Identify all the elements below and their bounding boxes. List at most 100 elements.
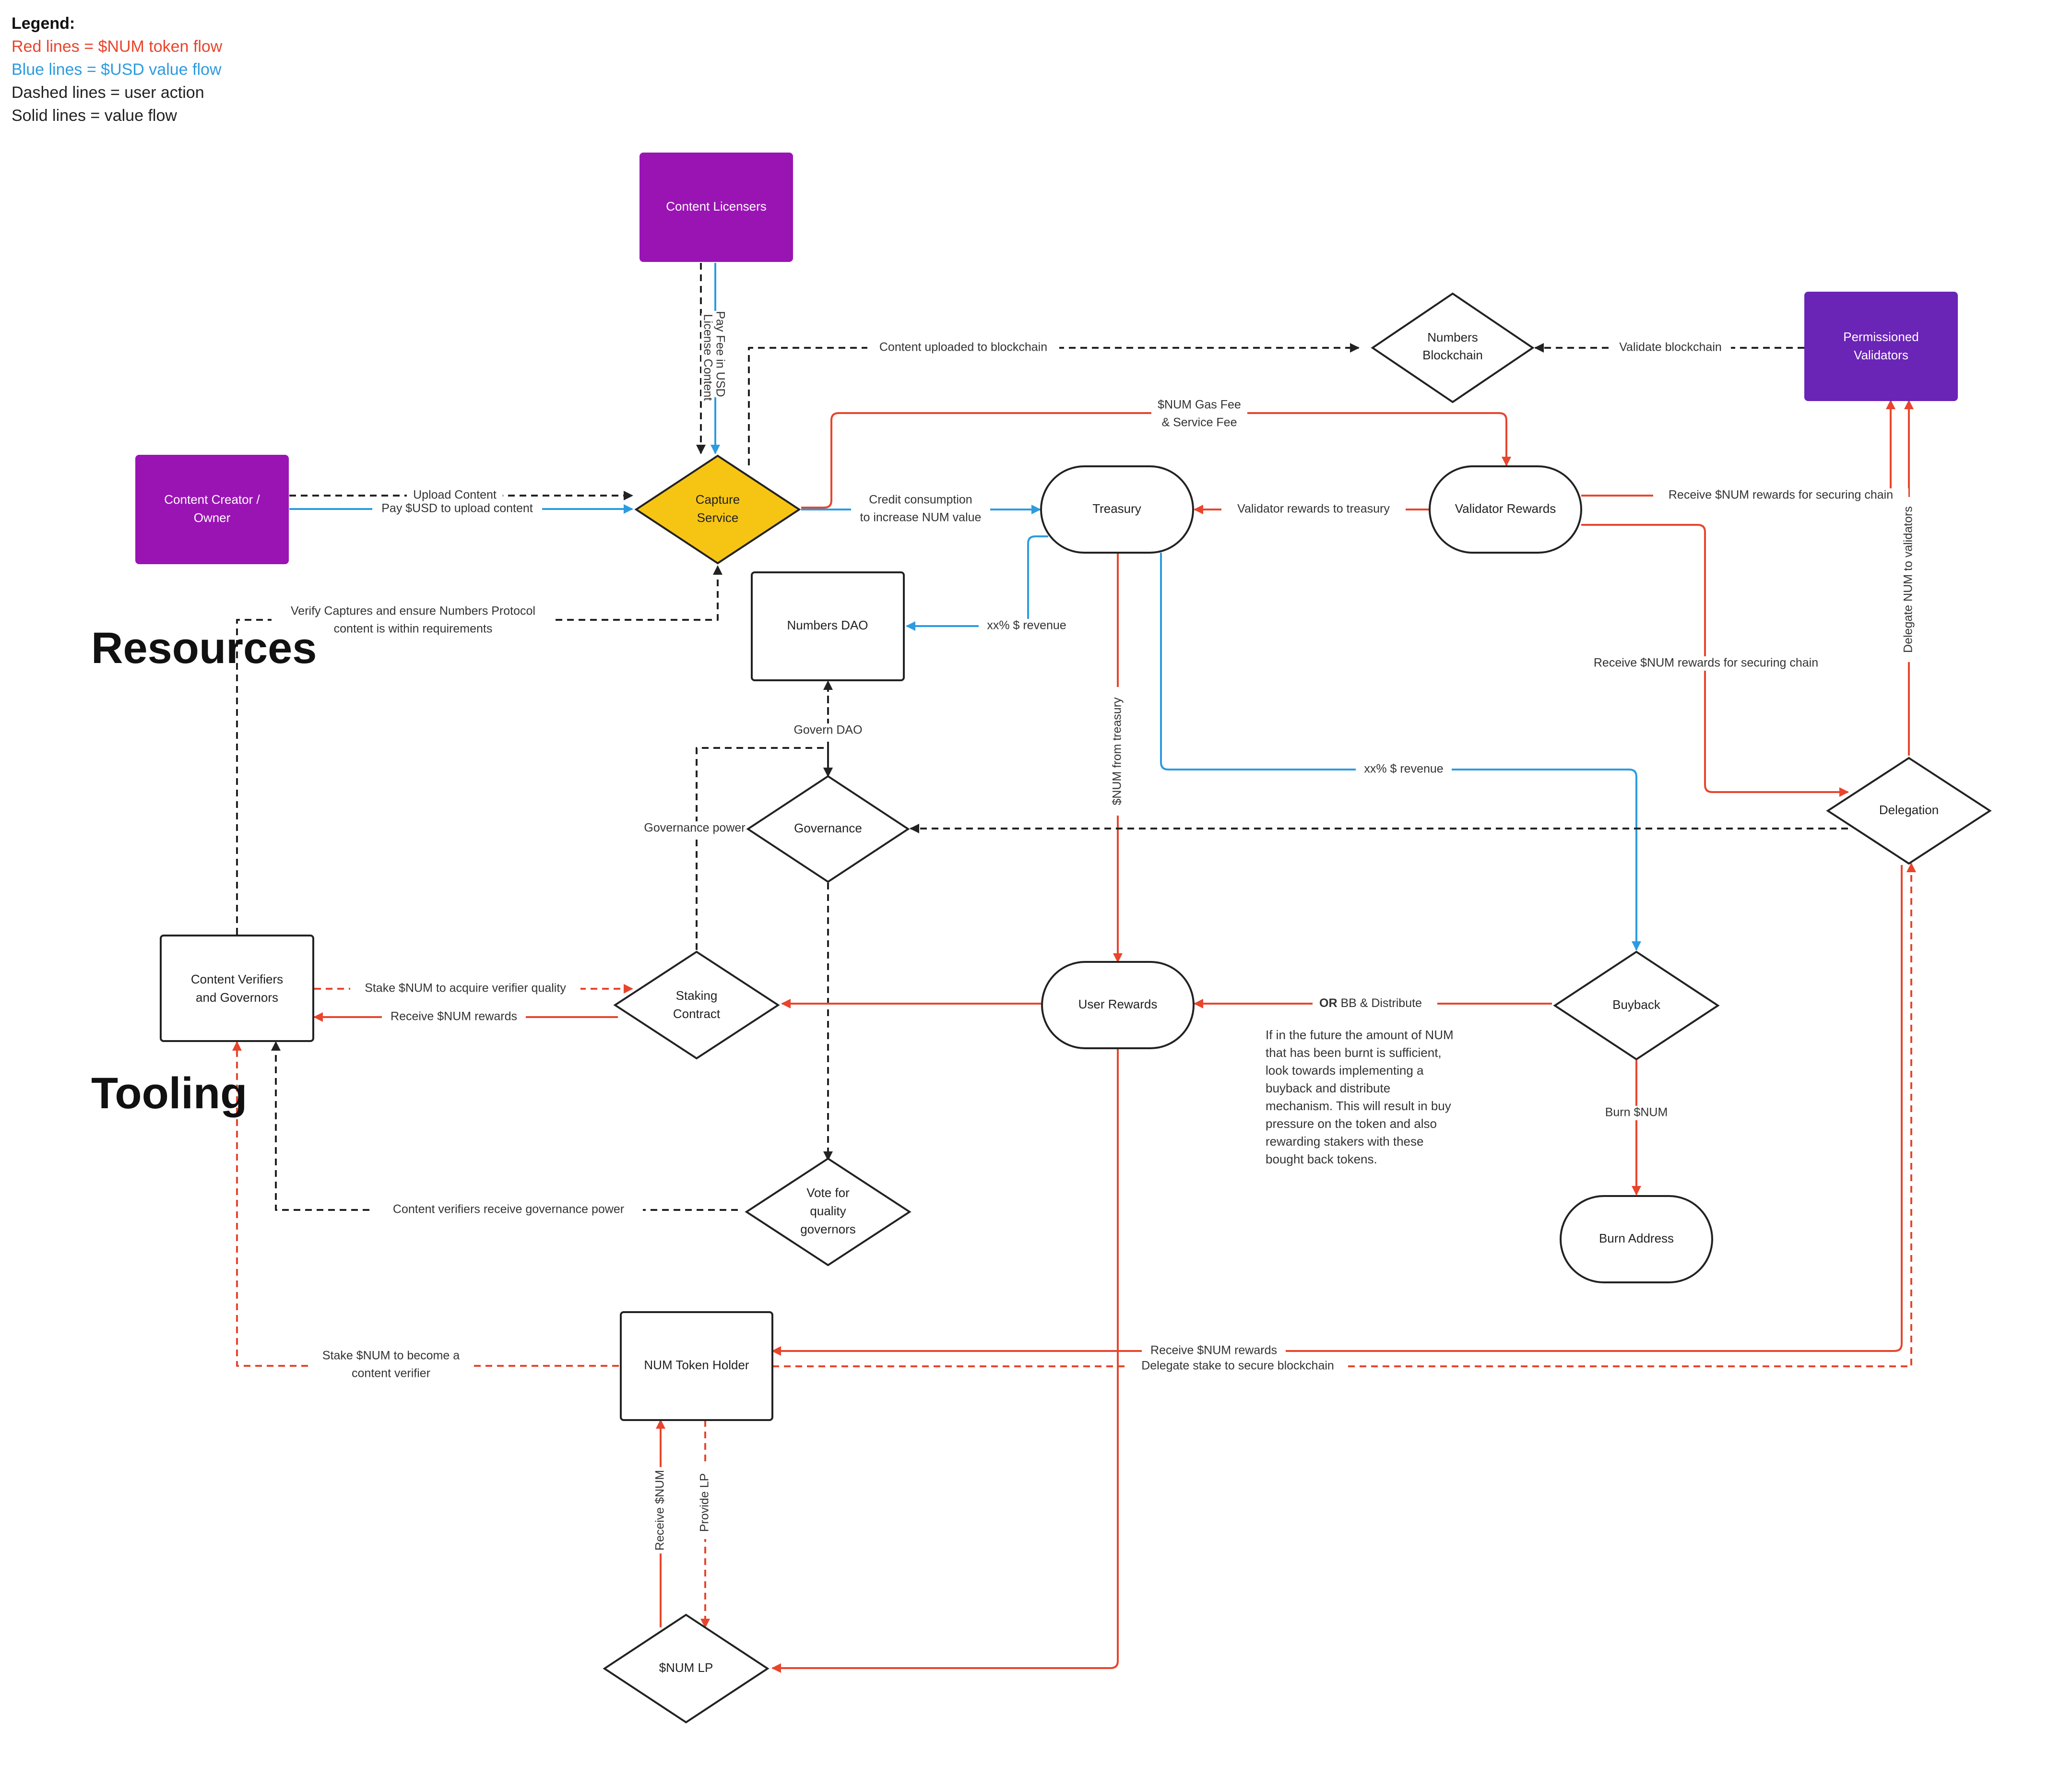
edge-stake-become-verifier [232,1041,619,1367]
svg-text:Validator rewards to treasury: Validator rewards to treasury [1237,502,1390,516]
svg-text:Owner: Owner [194,510,231,525]
node-num-lp[interactable]: $NUM LP [603,1613,770,1724]
svg-text:Credit consumption: Credit consumption [869,493,972,507]
svg-text:Verify Captures and ensure Num: Verify Captures and ensure Numbers Proto… [291,604,535,618]
svg-text:Receive $NUM: Receive $NUM [653,1470,667,1551]
svg-text:Validator Rewards: Validator Rewards [1455,501,1556,516]
svg-text:rewarding stakers with these: rewarding stakers with these [1266,1134,1423,1149]
svg-text:governors: governors [800,1222,856,1236]
label-stake-become-verifier: Stake $NUM to become a content verifier [312,1348,470,1382]
node-content-creator[interactable]: Content Creator / Owner [135,455,289,564]
edge-gas-fee [801,412,1511,509]
node-permissioned-validators[interactable]: Permissioned Validators [1804,292,1958,401]
node-governance[interactable]: Governance [746,775,910,883]
svg-text:If in the future the amount of: If in the future the amount of NUM [1266,1028,1454,1042]
legend: Legend: Red lines = $NUM token flow Blue… [12,14,223,125]
node-staking-contract[interactable]: Staking Contract [613,950,780,1060]
label-revenue-buyback: xx% $ revenue [1356,762,1452,777]
node-validator-rewards[interactable]: Validator Rewards [1429,465,1582,554]
svg-text:pressure on the token and also: pressure on the token and also [1266,1116,1437,1131]
label-license-content: License Content [701,313,714,402]
label-verify-captures: Verify Captures and ensure Numbers Proto… [272,604,555,637]
label-delegate-stake: Delegate stake to secure blockchain [1127,1359,1348,1373]
edge-governance-power [696,747,833,950]
svg-text:Receive $NUM rewards for secur: Receive $NUM rewards for securing chain [1594,656,1818,670]
svg-text:User Rewards: User Rewards [1078,997,1158,1011]
svg-text:Receive $NUM rewards for secur: Receive $NUM rewards for securing chain [1669,488,1893,502]
node-treasury[interactable]: Treasury [1040,465,1194,554]
label-receive-rewards-chain-1: Receive $NUM rewards for securing chain [1653,488,1908,503]
label-validator-rewards-treasury: Validator rewards to treasury [1221,502,1406,517]
node-delegation[interactable]: Delegation [1826,757,1992,865]
svg-text:Content Verifiers: Content Verifiers [191,972,283,986]
legend-red: Red lines = $NUM token flow [12,37,223,56]
legend-blue: Blue lines = $USD value flow [12,60,222,79]
node-buyback[interactable]: Buyback [1553,950,1720,1061]
svg-text:Contract: Contract [673,1007,721,1021]
svg-text:buyback and distribute: buyback and distribute [1266,1081,1390,1095]
node-numbers-dao[interactable]: Numbers DAO [751,571,905,681]
svg-text:xx% $ revenue: xx% $ revenue [1364,762,1443,776]
label-burn-num: Burn $NUM [1596,1106,1677,1120]
section-tooling: Tooling [91,1069,247,1118]
svg-text:Content Licensers: Content Licensers [666,199,767,213]
label-bb-distribute: OR BB & Distribute [1313,996,1437,1011]
label-credit-consumption: Credit consumption to increase NUM value [851,492,990,526]
node-vote-quality-governors[interactable]: Vote for quality governors [745,1157,912,1267]
svg-text:and Governors: and Governors [196,990,278,1005]
label-receive-num-rewards-holder: Receive $NUM rewards [1142,1344,1286,1358]
edge-labels: License Content Pay Fee in USD Content u… [272,311,1915,1553]
svg-text:xx% $ revenue: xx% $ revenue [987,619,1066,632]
node-num-token-holder[interactable]: NUM Token Holder [620,1311,773,1421]
svg-text:Treasury: Treasury [1092,501,1141,516]
svg-text:Buyback: Buyback [1612,997,1661,1012]
label-pay-usd-upload: Pay $USD to upload content [372,502,542,516]
svg-text:Delegate NUM to validators: Delegate NUM to validators [1902,506,1915,653]
label-receive-num: Receive $NUM [653,1467,667,1553]
svg-text:Burn $NUM: Burn $NUM [1605,1106,1668,1119]
label-verifiers-gov-power: Content verifiers receive governance pow… [374,1203,643,1217]
svg-text:Numbers DAO: Numbers DAO [787,618,868,632]
svg-text:Delegation: Delegation [1879,803,1939,817]
svg-text:OR BB & Distribute: OR BB & Distribute [1319,996,1422,1010]
svg-text:Receive $NUM rewards: Receive $NUM rewards [391,1010,517,1023]
svg-text:Stake $NUM to become a: Stake $NUM to become a [322,1349,460,1362]
node-content-licensers[interactable]: Content Licensers [639,153,793,262]
edge-revenue-dao [906,535,1048,631]
svg-text:mechanism. This will result in: mechanism. This will result in buy [1266,1099,1451,1113]
svg-text:Staking: Staking [676,988,718,1003]
svg-text:Validators: Validators [1854,348,1908,362]
label-delegate-to-validators: Delegate NUM to validators [1902,497,1915,662]
node-burn-address[interactable]: Burn Address [1560,1195,1713,1283]
node-numbers-blockchain[interactable]: Numbers Blockchain [1371,292,1535,403]
svg-text:Service: Service [697,510,739,525]
svg-text:Capture: Capture [696,492,740,507]
label-provide-lp: Provide LP [698,1466,711,1539]
svg-text:$NUM from treasury: $NUM from treasury [1111,697,1124,806]
label-gas-fee: $NUM Gas Fee & Service Fee [1151,397,1247,429]
svg-text:content is within requirements: content is within requirements [334,622,493,636]
svg-text:Content Creator /: Content Creator / [164,492,260,507]
node-content-verifiers[interactable]: Content Verifiers and Governors [160,935,314,1042]
node-user-rewards[interactable]: User Rewards [1041,961,1195,1049]
edge-content-uploaded [748,343,1360,465]
svg-text:Govern DAO: Govern DAO [793,723,862,737]
svg-text:NUM Token Holder: NUM Token Holder [644,1358,749,1372]
legend-title: Legend: [12,14,75,33]
label-stake-verifier-quality: Stake $NUM to acquire verifier quality [350,982,580,996]
section-resources: Resources [91,624,317,673]
label-govern-dao: Govern DAO [785,723,871,738]
svg-text:to increase NUM value: to increase NUM value [860,511,982,524]
label-revenue-dao: xx% $ revenue [979,619,1075,633]
svg-text:look towards implementing a: look towards implementing a [1266,1063,1424,1078]
svg-text:Content uploaded to blockchain: Content uploaded to blockchain [879,341,1047,354]
svg-text:Blockchain: Blockchain [1422,348,1483,362]
svg-text:content verifier: content verifier [352,1367,430,1380]
label-validate-blockchain: Validate blockchain [1610,341,1731,355]
svg-text:Governance power: Governance power [644,821,745,835]
node-capture-service[interactable]: Capture Service [634,454,801,565]
svg-text:Governance: Governance [794,821,862,835]
legend-solid: Solid lines = value flow [12,107,177,125]
svg-text:Upload Content: Upload Content [413,488,497,502]
